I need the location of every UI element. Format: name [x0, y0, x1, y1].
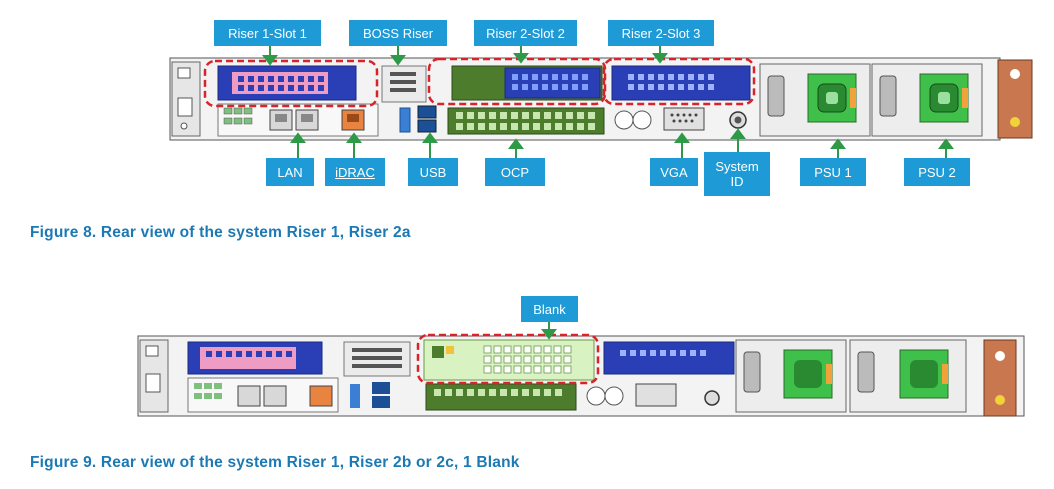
label-riser1-slot1: Riser 1-Slot 1	[214, 20, 321, 46]
lan-ports	[269, 109, 319, 131]
label-riser2-slot3: Riser 2-Slot 3	[608, 20, 714, 46]
label-idrac: iDRAC	[325, 158, 385, 186]
callout-blank	[416, 333, 600, 385]
callout-riser2-slot3	[602, 57, 756, 106]
label-system-id-line1: System	[715, 159, 759, 174]
label-usb: USB	[408, 158, 458, 186]
ocp-card	[447, 107, 605, 135]
figure9-caption: Figure 9. Rear view of the system Riser …	[30, 454, 520, 471]
label-boss-riser: BOSS Riser	[349, 20, 447, 46]
left-ear	[171, 61, 201, 137]
label-system-id: System ID	[704, 152, 770, 196]
label-vga: VGA	[650, 158, 698, 186]
label-psu1: PSU 1	[800, 158, 866, 186]
label-ocp: OCP	[485, 158, 545, 186]
psu2-unit	[871, 63, 983, 137]
figure8-caption: Figure 8. Rear view of the system Riser …	[30, 224, 411, 241]
label-riser2-slot2: Riser 2-Slot 2	[474, 20, 577, 46]
vga-port	[663, 107, 705, 131]
label-system-id-line2: ID	[730, 174, 744, 189]
label-psu2: PSU 2	[904, 158, 970, 186]
label-blank: Blank	[521, 296, 578, 322]
callout-riser1-slot1	[203, 59, 379, 108]
usb-ports	[399, 105, 437, 133]
psu1-unit	[759, 63, 871, 137]
label-lan: LAN	[266, 158, 314, 186]
callout-riser2-slot2	[427, 57, 607, 106]
